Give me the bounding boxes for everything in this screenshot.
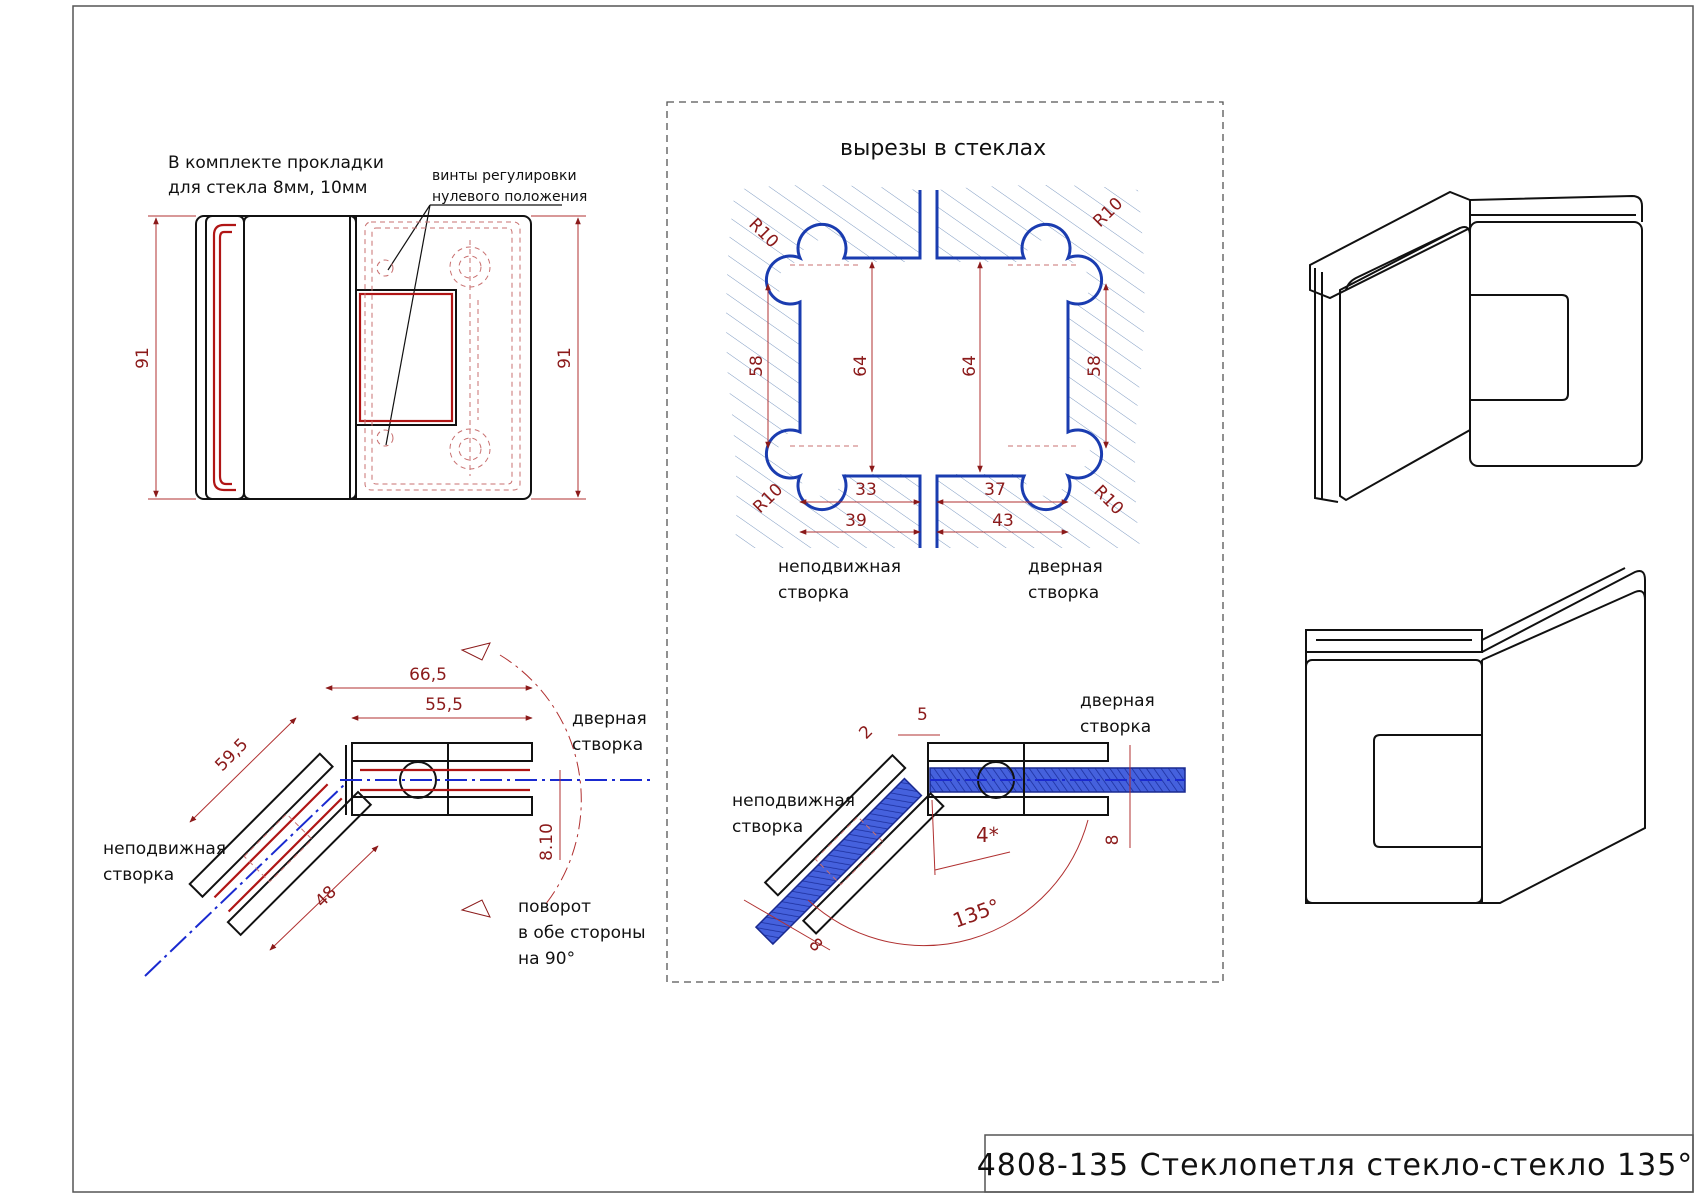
- cutout-door-label-line2: створка: [1028, 583, 1099, 603]
- dim-39: 39: [845, 511, 867, 531]
- plan-door-label-line1: дверная: [572, 709, 647, 729]
- glass-door-label-line1: дверная: [1080, 691, 1155, 711]
- dim-64-left: 64: [851, 355, 871, 377]
- glass-door-label-line2: створка: [1080, 717, 1151, 737]
- dim-59-5: 59,5: [211, 735, 252, 776]
- plan-fixed-label-line2: створка: [103, 865, 174, 885]
- dim-66-5: 66,5: [409, 665, 447, 685]
- glass-fixed-label-line1: неподвижная: [732, 791, 855, 811]
- isometric-view-bottom: [1305, 567, 1646, 904]
- dim-8-right: 8: [1103, 835, 1123, 846]
- plan-view: 66,5 55,5 59,5 48 8.10 дверная створка н…: [103, 642, 650, 977]
- fixed-glass-cutout: [726, 185, 920, 548]
- glass-fixed-label-line2: створка: [732, 817, 803, 837]
- glass-assembly-view: 135° 5 2 4* 8 8 дверная створка неподвиж…: [732, 691, 1186, 956]
- sheet-border: [72, 5, 1694, 1193]
- rotation-label-line2: в обе стороны: [518, 923, 646, 943]
- dim-91-left: 91: [133, 347, 153, 369]
- dim-91-right: 91: [555, 347, 575, 369]
- dim-55-5: 55,5: [425, 695, 463, 715]
- plan-door-label-line2: створка: [572, 735, 643, 755]
- gasket-note-line2: для стекла 8мм, 10мм: [168, 178, 367, 198]
- rotation-label-line1: поворот: [518, 897, 591, 917]
- fixed-glass-section: [754, 777, 923, 946]
- rotation-label-line3: на 90°: [518, 949, 575, 969]
- drawing-title: 4808-135 Стеклопетля стекло-стекло 135°: [977, 1148, 1694, 1183]
- cutouts-title: вырезы в стеклах: [840, 136, 1046, 161]
- angle-135: 135°: [950, 894, 1003, 933]
- cutouts-panel: вырезы в стеклах R10 R10 R10 R10 58 64 6…: [666, 101, 1224, 983]
- dim-43: 43: [992, 511, 1014, 531]
- title-block: 4808-135 Стеклопетля стекло-стекло 135°: [977, 1134, 1694, 1193]
- dim-58-right: 58: [1085, 355, 1105, 377]
- dim-2: 2: [855, 722, 877, 744]
- dim-37: 37: [984, 480, 1006, 500]
- dim-8-left: 8: [804, 934, 826, 956]
- dim-4-star: 4*: [976, 823, 999, 847]
- dim-64-right: 64: [960, 355, 980, 377]
- cutout-fixed-label-line2: створка: [778, 583, 849, 603]
- dim-58-left: 58: [747, 355, 767, 377]
- screws-note-line1: винты регулировки: [432, 168, 577, 184]
- front-view: В комплекте прокладки для стекла 8мм, 10…: [133, 153, 587, 500]
- dim-8-10: 8.10: [537, 823, 557, 861]
- plan-fixed-label-line1: неподвижная: [103, 839, 226, 859]
- screws-note-line2: нулевого положения: [432, 189, 587, 205]
- door-glass-cutout: [937, 185, 1145, 548]
- isometric-view-top: [1309, 190, 1643, 503]
- cutout-fixed-label-line1: неподвижная: [778, 557, 901, 577]
- gasket-note-line1: В комплекте прокладки: [168, 153, 384, 173]
- cutout-door-label-line1: дверная: [1028, 557, 1103, 577]
- dim-33: 33: [855, 480, 877, 500]
- dim-5: 5: [917, 705, 928, 725]
